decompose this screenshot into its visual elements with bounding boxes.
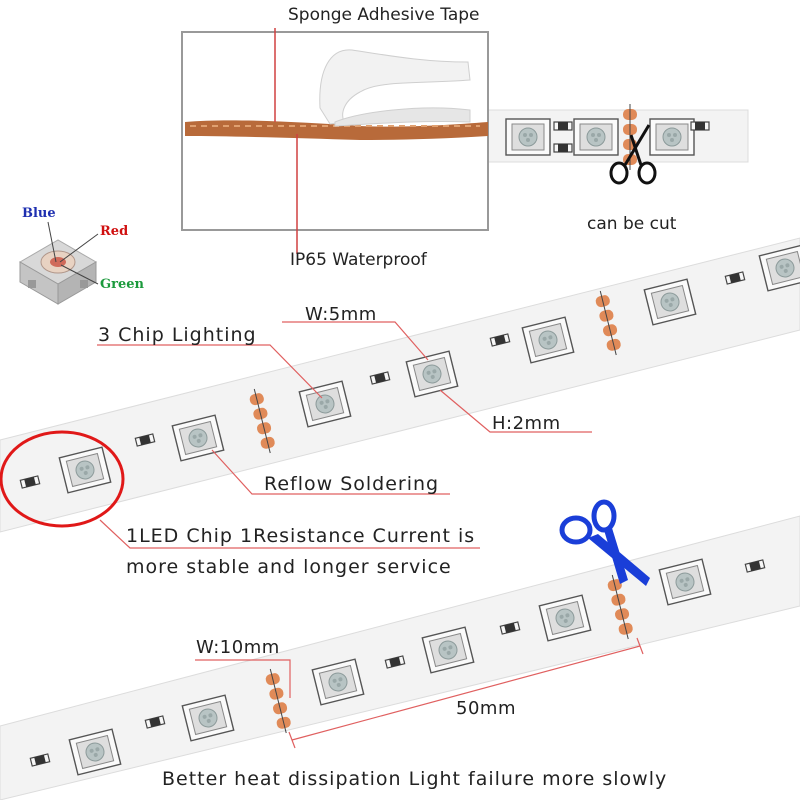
- chip-blue-label: Blue: [22, 206, 56, 221]
- led-strip-top: [487, 103, 749, 171]
- sponge-tape-label: Sponge Adhesive Tape: [288, 5, 480, 25]
- height-2mm-label: H:2mm: [492, 413, 561, 434]
- cut-note: can be cut: [587, 214, 677, 234]
- led-strip-middle: [0, 237, 800, 533]
- rgb-chip-illustration: [19, 221, 99, 305]
- highlight-circle: [0, 430, 125, 528]
- length-50mm-label: 50mm: [456, 698, 516, 719]
- chip-green-label: Green: [100, 277, 144, 292]
- heat-dissipation-label: Better heat dissipation Light failure mo…: [162, 768, 668, 790]
- width-10mm-label: W:10mm: [196, 637, 280, 658]
- dimension-50mm: [288, 637, 644, 749]
- blue-scissors-icon: [559, 499, 650, 586]
- leader-lines: [97, 321, 592, 698]
- reflow-label: Reflow Soldering: [264, 473, 440, 495]
- three-chip-label: 3 Chip Lighting: [98, 324, 257, 346]
- sponge-tape-inset: [181, 28, 489, 254]
- resistance-line1: 1LED Chip 1Resistance Current is: [126, 525, 476, 547]
- chip-red-label: Red: [100, 224, 129, 239]
- resistance-line2: more stable and longer service: [126, 556, 452, 578]
- waterproof-label: IP65 Waterproof: [290, 250, 427, 270]
- width-5mm-label: W:5mm: [305, 304, 377, 325]
- led-strip-bottom: [0, 515, 800, 800]
- scissors-icon: [609, 124, 657, 185]
